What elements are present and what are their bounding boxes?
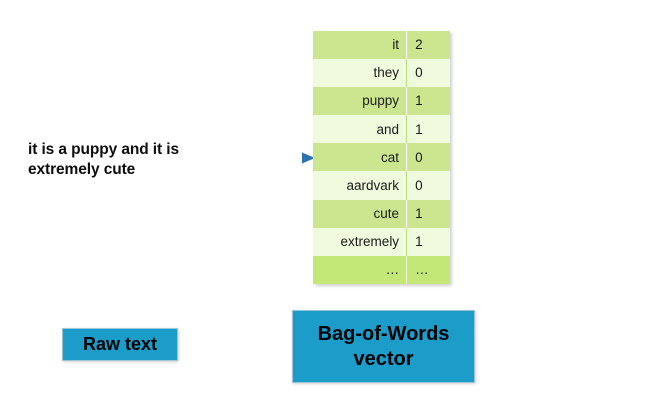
term-cell: cute <box>313 199 408 228</box>
term-cell: and <box>313 115 408 144</box>
bag-of-words-table-body: it 2 they 0 puppy 1 and 1 cat 0 aardvark… <box>313 31 450 284</box>
bag-of-words-label-line-2: vector <box>353 347 414 370</box>
table-row: extremely 1 <box>313 227 450 256</box>
count-cell: 0 <box>406 143 450 172</box>
term-cell: … <box>313 255 408 284</box>
count-cell: 1 <box>406 199 450 228</box>
table-row: … … <box>313 255 450 284</box>
count-cell: 0 <box>406 59 450 88</box>
count-cell: 0 <box>406 171 450 200</box>
table-row: it 2 <box>313 31 450 60</box>
term-cell: extremely <box>313 227 408 256</box>
bag-of-words-table: it 2 they 0 puppy 1 and 1 cat 0 aardvark… <box>313 31 450 284</box>
raw-text-sentence: it is a puppy and it is extremely cute <box>28 140 238 181</box>
table-row: and 1 <box>313 115 450 144</box>
bag-of-words-label-box: Bag-of-Words vector <box>292 310 475 383</box>
count-cell: 1 <box>406 115 450 144</box>
raw-text-line-2: extremely cute <box>28 161 136 179</box>
term-cell: puppy <box>313 87 408 116</box>
table-row: puppy 1 <box>313 87 450 116</box>
bag-of-words-label-line-1: Bag-of-Words <box>317 322 450 345</box>
table-row: cat 0 <box>313 143 450 172</box>
term-cell: aardvark <box>313 171 408 200</box>
count-cell: 1 <box>406 87 450 116</box>
term-cell: it <box>313 31 408 60</box>
table-row: aardvark 0 <box>313 171 450 200</box>
count-cell: 2 <box>406 31 450 60</box>
count-cell: 1 <box>406 227 450 256</box>
raw-text-label-box: Raw text <box>62 328 178 361</box>
raw-text-label: Raw text <box>82 334 158 354</box>
term-cell: they <box>313 59 408 88</box>
table-row: cute 1 <box>313 199 450 228</box>
bag-of-words-label: Bag-of-Words vector <box>318 322 450 372</box>
table-row: they 0 <box>313 59 450 88</box>
count-cell: … <box>406 255 450 284</box>
term-cell: cat <box>313 143 408 172</box>
right-arrow-icon <box>232 152 315 164</box>
raw-text-line-1: it is a puppy and it is <box>28 141 179 158</box>
